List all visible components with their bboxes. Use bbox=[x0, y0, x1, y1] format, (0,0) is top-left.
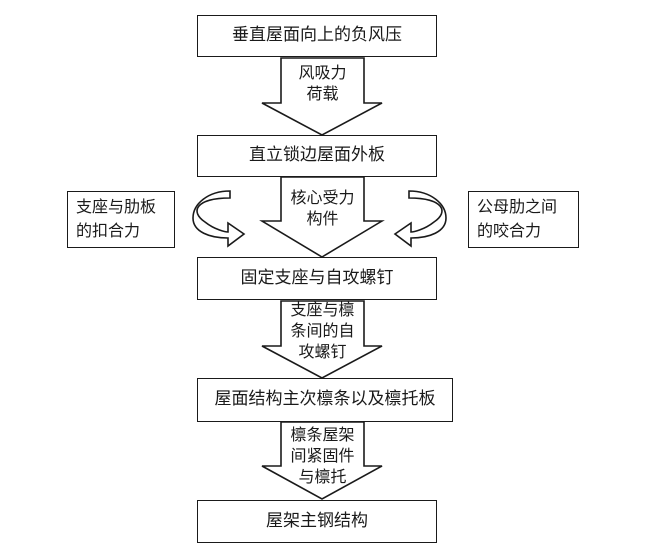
side-box-line: 支座与肋板 bbox=[76, 197, 157, 216]
arrow-label-2: 核心受力 构件 bbox=[281, 187, 364, 229]
node-negative-wind-pressure: 垂直屋面向上的负风压 bbox=[197, 15, 437, 57]
side-box-line: 公母肋之间 bbox=[477, 197, 558, 216]
node-fixed-support-and-screws: 固定支座与自攻螺钉 bbox=[197, 257, 437, 300]
arrow-label-line: 核心受力 bbox=[290, 188, 355, 207]
node-label: 固定支座与自攻螺钉 bbox=[240, 267, 394, 288]
arrow-label-1: 风吸力 荷载 bbox=[281, 62, 364, 104]
block-arrow-1 bbox=[261, 57, 383, 136]
block-arrow-4 bbox=[261, 421, 383, 500]
left-curved-arrow bbox=[192, 190, 246, 248]
arrow-label-line: 荷载 bbox=[306, 84, 339, 103]
block-arrow-2 bbox=[259, 176, 385, 258]
node-purlins-and-purlin-brackets: 屋面结构主次檩条以及檩托板 bbox=[197, 378, 453, 422]
node-label: 屋架主钢结构 bbox=[266, 510, 368, 531]
arrow-label-line: 间紧固件 bbox=[290, 446, 355, 465]
arrow-label-3: 支座与檩 条间的自 攻螺钉 bbox=[281, 299, 364, 362]
node-main-steel-roof-truss: 屋架主钢结构 bbox=[197, 500, 437, 543]
side-box-right-rib-interlock: 公母肋之间 的咬合力 bbox=[468, 191, 579, 248]
arrow-label-line: 构件 bbox=[306, 209, 339, 228]
block-arrow-3 bbox=[261, 300, 383, 379]
arrow-label-4: 檩条屋架 间紧固件 与檩托 bbox=[281, 424, 364, 487]
right-curved-arrow bbox=[393, 190, 447, 248]
node-standing-seam-outer-panel: 直立锁边屋面外板 bbox=[197, 135, 437, 177]
side-box-left-support-rib-clamping: 支座与肋板 的扣合力 bbox=[67, 191, 175, 248]
side-box-line: 的扣合力 bbox=[76, 221, 141, 240]
arrow-label-line: 风吸力 bbox=[298, 63, 347, 82]
side-box-line: 的咬合力 bbox=[477, 221, 542, 240]
node-label: 垂直屋面向上的负风压 bbox=[232, 25, 402, 46]
arrow-label-line: 檩条屋架 bbox=[290, 425, 355, 444]
node-label: 屋面结构主次檩条以及檩托板 bbox=[214, 389, 436, 410]
arrow-label-line: 条间的自 bbox=[290, 321, 355, 340]
node-label: 直立锁边屋面外板 bbox=[249, 145, 385, 166]
arrow-label-line: 与檩托 bbox=[298, 467, 347, 486]
arrow-label-line: 支座与檩 bbox=[290, 300, 355, 319]
arrow-label-line: 攻螺钉 bbox=[298, 342, 347, 361]
